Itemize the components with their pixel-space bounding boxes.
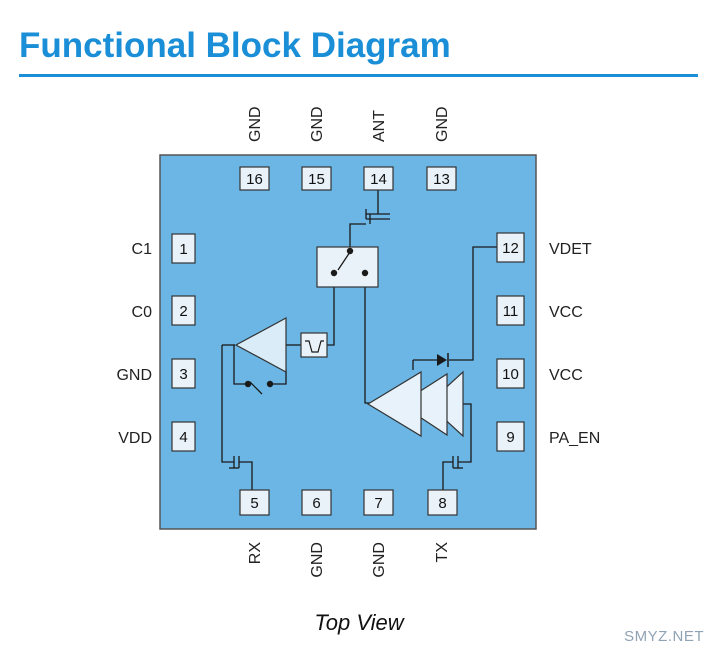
pa-stage-2 bbox=[398, 372, 448, 437]
switch-contact-rx bbox=[330, 269, 338, 277]
diagram-title: Functional Block Diagram bbox=[19, 26, 451, 65]
switch-contact-tx bbox=[361, 269, 369, 277]
pin-label-15: GND bbox=[309, 106, 326, 142]
pin-number-15: 15 bbox=[308, 171, 325, 188]
pin-label-4: VDD bbox=[118, 430, 152, 447]
pin-number-2: 2 bbox=[179, 303, 187, 320]
pin-label-11: VCC bbox=[549, 304, 583, 321]
pin-label-7: GND bbox=[371, 542, 388, 578]
pin-label-10: VCC bbox=[549, 367, 583, 384]
pin-pad-12 bbox=[496, 232, 525, 263]
pin-label-14: ANT bbox=[371, 110, 388, 142]
pin-pad-11 bbox=[496, 295, 525, 326]
pin-number-1: 1 bbox=[179, 241, 187, 258]
pin-label-2: C0 bbox=[132, 304, 153, 321]
pin-number-9: 9 bbox=[506, 429, 514, 446]
pin-label-12: VDET bbox=[549, 241, 592, 258]
pin-number-13: 13 bbox=[433, 171, 450, 188]
pin-pad-3 bbox=[171, 358, 196, 389]
pin-label-8: TX bbox=[434, 542, 451, 563]
lna-bypass-contact-right bbox=[266, 380, 274, 388]
pin-pad-10 bbox=[496, 358, 525, 389]
pin-number-14: 14 bbox=[370, 171, 387, 188]
detector-diode bbox=[437, 354, 447, 366]
pin-label-5: RX bbox=[247, 542, 264, 565]
pin-pad-14 bbox=[363, 166, 394, 191]
pin-pad-16 bbox=[239, 166, 270, 191]
pin-label-13: GND bbox=[434, 106, 451, 142]
pin-number-7: 7 bbox=[374, 495, 382, 512]
watermark: SMYZ.NET bbox=[624, 628, 704, 645]
pin-number-8: 8 bbox=[438, 495, 446, 512]
view-caption: Top View bbox=[314, 610, 404, 635]
pin-number-5: 5 bbox=[250, 495, 258, 512]
lna-amplifier bbox=[234, 316, 287, 374]
pin-pad-2 bbox=[171, 295, 196, 326]
pin-label-1: C1 bbox=[132, 241, 153, 258]
lna-bypass-contact-left bbox=[244, 380, 252, 388]
pin-label-16: GND bbox=[247, 106, 264, 142]
pa-stage-1 bbox=[366, 370, 422, 438]
pin-number-12: 12 bbox=[502, 240, 519, 257]
package-body bbox=[159, 154, 537, 530]
pin-pad-5 bbox=[239, 489, 270, 516]
pin-pad-15 bbox=[301, 166, 332, 191]
title-underline bbox=[19, 74, 698, 77]
pin-pad-6 bbox=[301, 489, 332, 516]
pin-pad-1 bbox=[171, 233, 196, 264]
pin-pad-7 bbox=[363, 489, 394, 516]
pin-number-16: 16 bbox=[246, 171, 263, 188]
pin-label-3: GND bbox=[116, 367, 152, 384]
rf-switch-box bbox=[316, 246, 379, 288]
pin-number-10: 10 bbox=[502, 366, 519, 383]
pin-number-11: 11 bbox=[503, 303, 519, 320]
pin-label-6: GND bbox=[309, 542, 326, 578]
pin-number-4: 4 bbox=[179, 429, 187, 446]
pin-pad-8 bbox=[427, 489, 458, 516]
pin-pad-4 bbox=[171, 421, 196, 452]
pin-pad-13 bbox=[426, 166, 457, 191]
filter-block bbox=[300, 332, 328, 358]
pin-label-9: PA_EN bbox=[549, 430, 600, 447]
pin-number-3: 3 bbox=[179, 366, 187, 383]
pin-number-6: 6 bbox=[312, 495, 320, 512]
switch-contact-common bbox=[346, 247, 354, 255]
pin-pads bbox=[171, 166, 525, 516]
pin-pad-9 bbox=[496, 421, 525, 452]
